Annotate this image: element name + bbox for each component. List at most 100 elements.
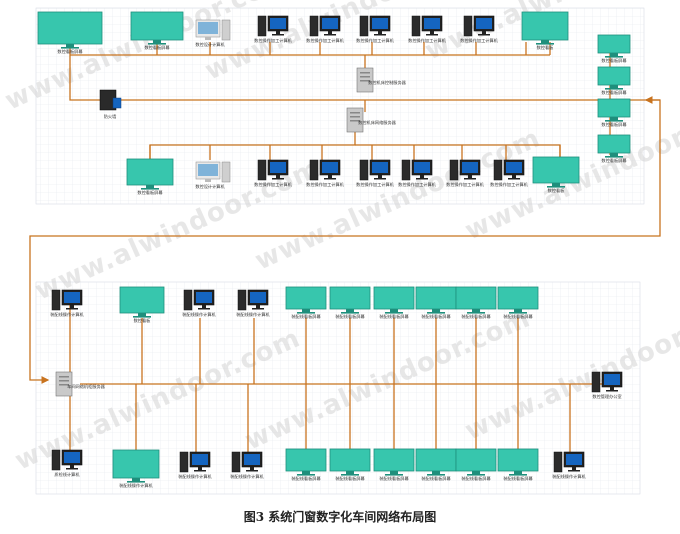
node-layer: 数控看板屏幕数控看板屏幕数控设计计算机数控操作加工计算机数控操作加工计算机数控操…	[37, 11, 631, 489]
node-label: 装配线操作计算机	[119, 482, 153, 489]
pc-tower	[553, 451, 563, 473]
screen-panel	[112, 449, 160, 479]
display-screen	[130, 11, 184, 45]
workstation-computer	[553, 451, 585, 473]
cable-layer	[29, 42, 661, 458]
design-computer	[195, 19, 231, 41]
monitor-base	[66, 308, 78, 310]
node-label: 装配线看板屏幕	[503, 475, 533, 482]
pc-tower	[591, 371, 601, 393]
pc-tower	[51, 449, 61, 471]
screen-stand	[472, 471, 480, 474]
screen-stand	[610, 53, 618, 56]
node-label: 数控看板屏幕	[601, 157, 627, 164]
monitor-screen	[414, 162, 430, 173]
screen-base	[467, 474, 485, 476]
screen-base	[341, 312, 359, 314]
node-label: 数控操作加工计算机	[356, 181, 395, 188]
monitor-screen	[372, 18, 388, 29]
screen-panel	[497, 286, 539, 310]
screen-panel	[497, 448, 539, 472]
node-label: 数控操作加工计算机	[490, 181, 529, 188]
display-screen	[373, 448, 415, 476]
display-screen	[373, 286, 415, 314]
screen-stand	[514, 471, 522, 474]
screen-base	[297, 474, 315, 476]
pc-tower	[411, 15, 421, 37]
screen-stand	[610, 85, 618, 88]
pc-tower	[257, 159, 267, 181]
display-screen	[597, 34, 631, 58]
screen-panel	[532, 156, 580, 184]
monitor-stand	[572, 467, 576, 470]
screen-base	[341, 474, 359, 476]
screen-panel	[597, 134, 631, 154]
screen-stand	[66, 44, 74, 47]
screen-stand	[610, 153, 618, 156]
monitor-base	[606, 390, 618, 392]
monitor-screen	[270, 162, 286, 173]
screen-base	[605, 156, 623, 158]
node-label: 数控操作加工计算机	[254, 37, 293, 44]
display-screen	[497, 448, 539, 476]
screen-base	[467, 312, 485, 314]
screen-stand	[302, 309, 310, 312]
node-label: 数控看板屏幕	[137, 189, 163, 196]
monitor-stand	[198, 467, 202, 470]
monitor-stand	[328, 175, 332, 178]
imac-stand	[205, 37, 211, 40]
screen-stand	[302, 471, 310, 474]
display-screen	[497, 286, 539, 314]
monitor-screen	[462, 162, 478, 173]
monitor-base	[66, 468, 78, 470]
monitor-base	[246, 470, 258, 472]
imac-stand	[205, 179, 211, 182]
firewall-shield	[112, 97, 122, 109]
node-label: 装配线看板屏幕	[461, 313, 491, 320]
pc-tower	[401, 159, 411, 181]
screen-base	[509, 474, 527, 476]
node-label: 数控看板屏幕	[144, 44, 170, 51]
server-slot	[350, 112, 360, 114]
display-screen	[329, 286, 371, 314]
display-screen	[126, 158, 174, 190]
imac-tower	[221, 161, 231, 183]
node-label: 数控管理办公室	[592, 393, 621, 400]
workstation-computer	[183, 289, 215, 311]
node-label: 数控设计计算机	[195, 41, 225, 48]
screen-stand	[514, 309, 522, 312]
screen-panel	[126, 158, 174, 186]
node-label: 装配线看板屏幕	[421, 475, 451, 482]
node-label: 装配线操作计算机	[230, 473, 264, 480]
server	[356, 67, 374, 93]
screen-panel	[329, 286, 371, 310]
server-slot	[360, 76, 370, 78]
screen-base	[141, 188, 159, 190]
display-screen	[112, 449, 160, 483]
workstation-computer	[591, 371, 623, 393]
display-screen	[119, 286, 165, 318]
workstation-computer	[449, 159, 481, 181]
node-label: 数控操作加工计算机	[356, 37, 395, 44]
server-slot	[59, 384, 69, 386]
monitor-screen	[506, 162, 522, 173]
display-screen	[455, 286, 497, 314]
workstation-computer	[493, 159, 525, 181]
node-label: 装配线看板屏幕	[421, 313, 451, 320]
node-label: 装配线操作计算机	[50, 311, 84, 318]
screen-base	[509, 312, 527, 314]
display-screen	[597, 66, 631, 90]
node-label: 数控操作加工计算机	[398, 181, 437, 188]
imac-screen	[198, 22, 218, 34]
workstation-computer	[401, 159, 433, 181]
monitor-stand	[378, 175, 382, 178]
pc-tower	[309, 15, 319, 37]
monitor-screen	[322, 162, 338, 173]
display-screen	[285, 286, 327, 314]
pc-tower	[309, 159, 319, 181]
display-screen	[37, 11, 103, 49]
screen-panel	[285, 448, 327, 472]
screen-panel	[373, 448, 415, 472]
node-label: 装配线看板屏幕	[503, 313, 533, 320]
workstation-computer	[257, 159, 289, 181]
